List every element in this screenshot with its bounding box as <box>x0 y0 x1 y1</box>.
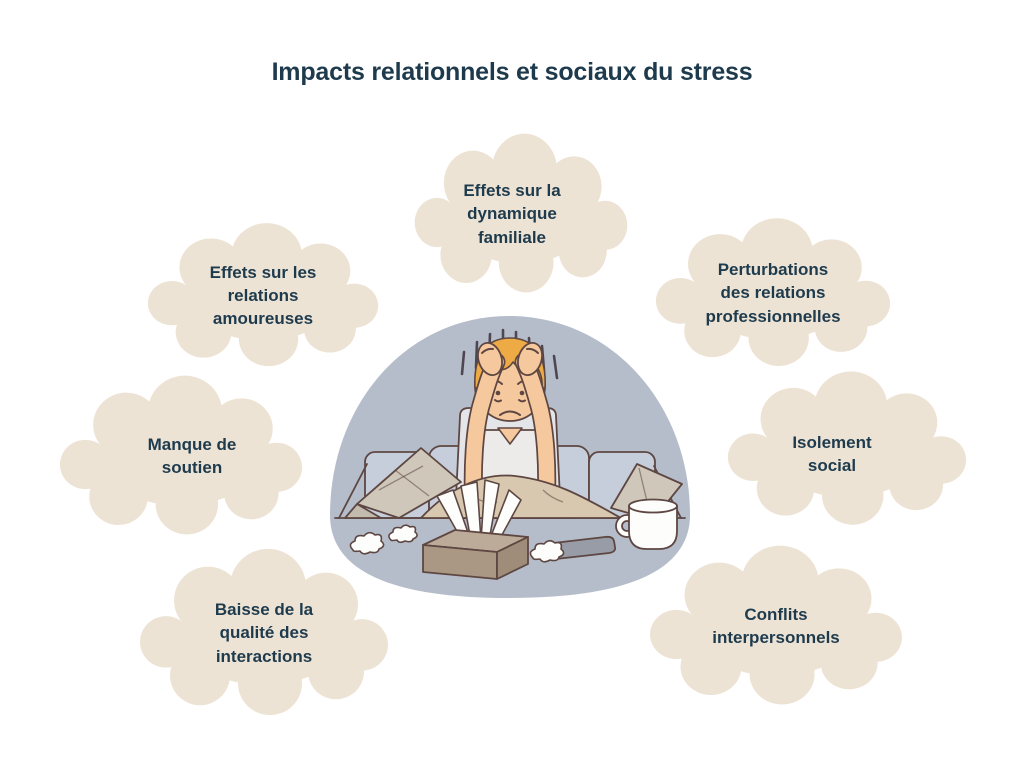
cloud-manque-de-soutien: Manque de soutien <box>58 370 304 542</box>
cloud-label: Effets sur la dynamique familiale <box>463 181 561 247</box>
stressed-person <box>463 337 557 519</box>
mug <box>615 498 678 550</box>
stressed-person-illustration <box>330 316 690 598</box>
cloud-label: Conflits interpersonnels <box>712 604 840 647</box>
cloud-label: Isolement social <box>792 432 872 475</box>
page-title: Impacts relationnels et sociaux du stres… <box>271 58 753 86</box>
cloud-label: Effets sur les relations amoureuses <box>209 262 317 329</box>
cloud-qualite-des-interactions: Baisse de la qualité des interactions <box>138 543 390 723</box>
cloud-conflits-interpersonnels: Conflits interpersonnels <box>648 540 904 712</box>
cloud-relations-professionnelles: Perturbations des relations professionne… <box>654 213 892 373</box>
crumpled-tissues <box>349 524 565 563</box>
left-pillow <box>344 447 462 519</box>
cloud-dynamique-familiale: Effets sur la dynamique familiale <box>413 128 629 300</box>
cloud-label: Baisse de la qualité des interactions <box>214 600 314 666</box>
cloud-label: Perturbations des relations professionne… <box>705 260 841 326</box>
cloud-isolement-social: Isolement social <box>726 366 968 532</box>
tissue-box <box>422 479 529 580</box>
cloud-relations-amoureuses: Effets sur les relations amoureuses <box>146 218 380 373</box>
cloud-label: Manque de soutien <box>147 434 237 477</box>
